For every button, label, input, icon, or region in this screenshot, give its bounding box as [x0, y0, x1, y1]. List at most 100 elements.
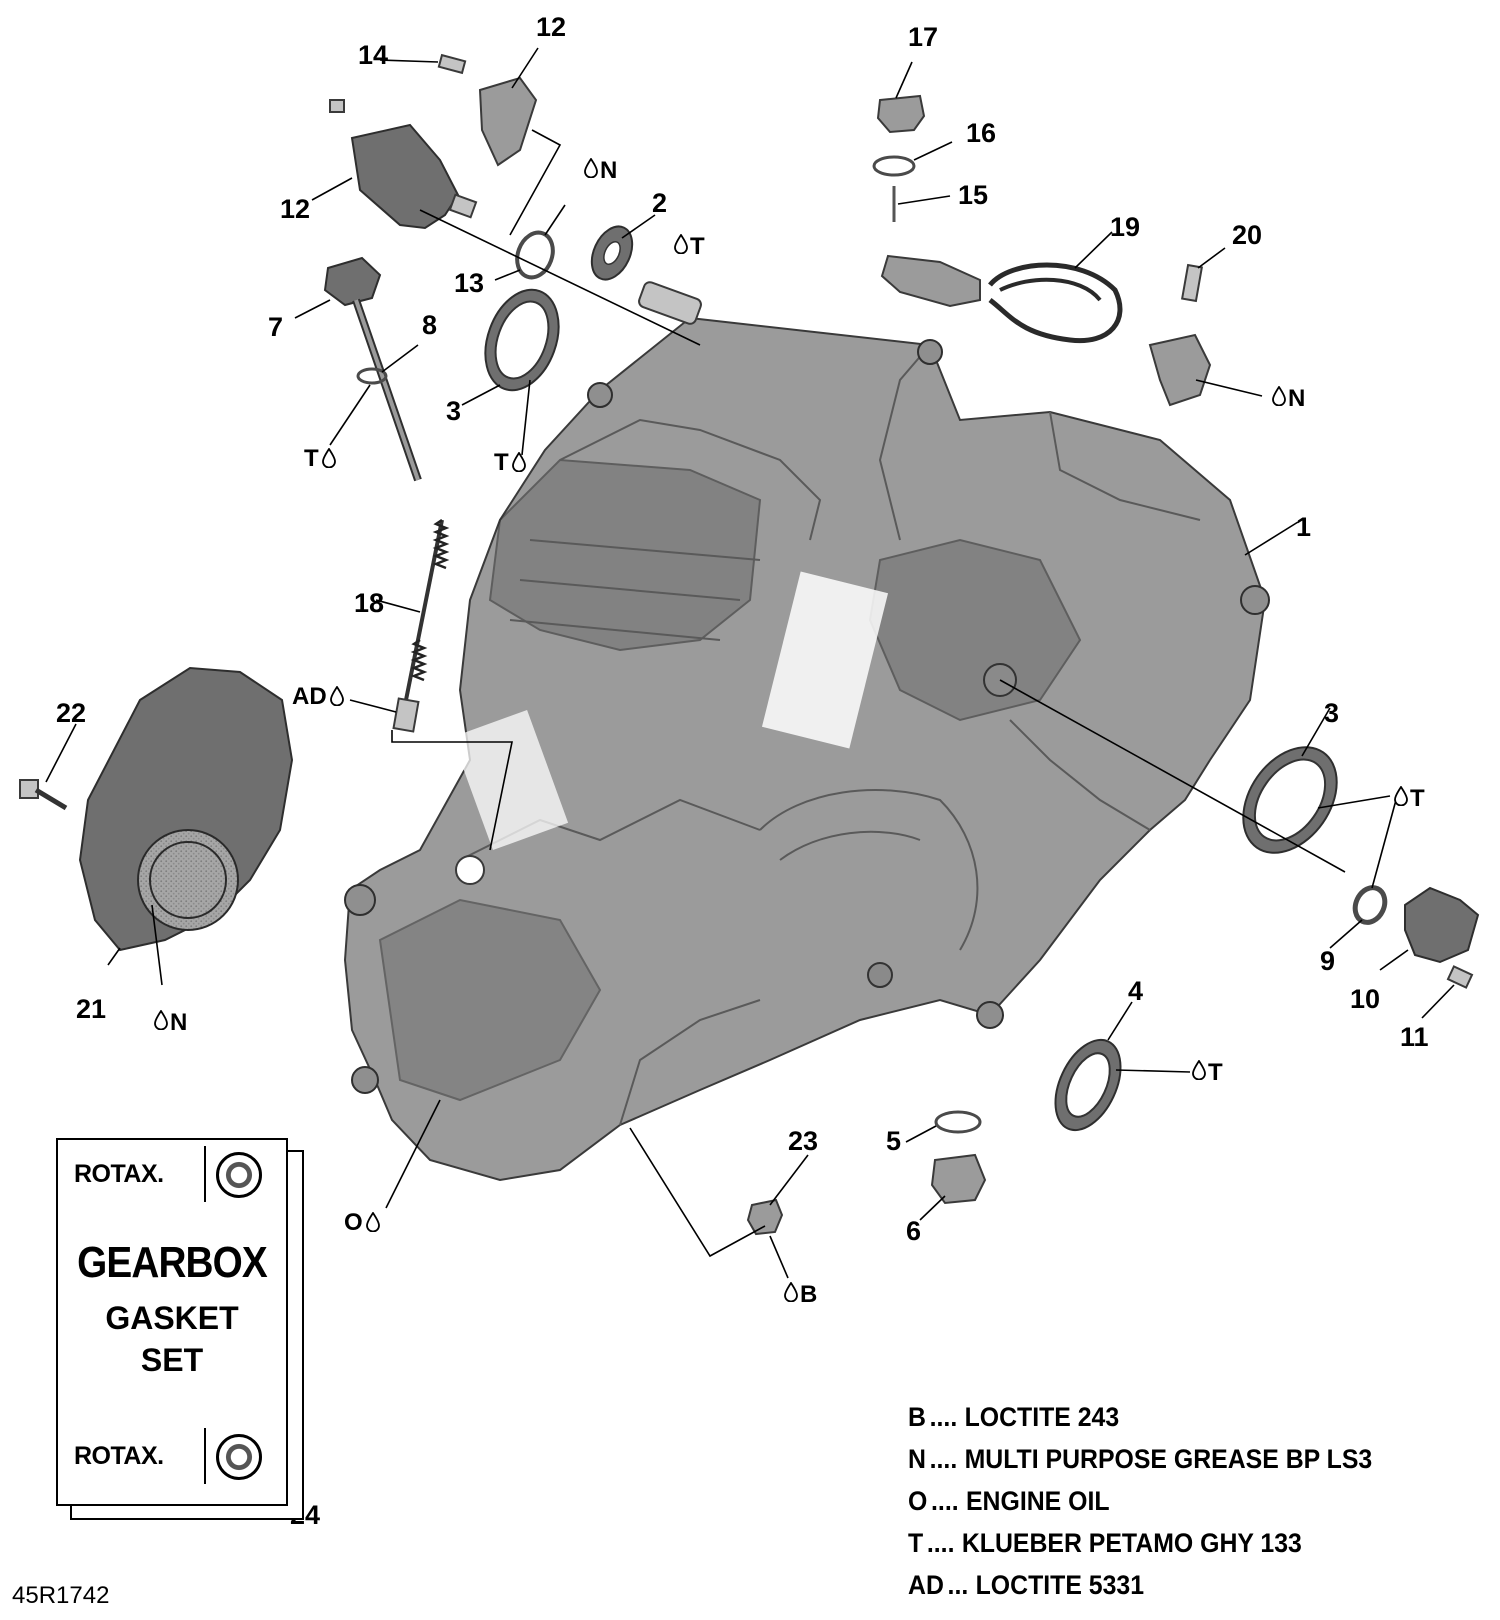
callout-3-upper: 3 — [446, 396, 461, 426]
callout-5: 5 — [886, 1126, 901, 1156]
droplet-icon — [584, 158, 598, 178]
callout-12-lower: 12 — [280, 194, 310, 224]
part-21-side-cover — [78, 666, 294, 952]
brand-divider — [204, 1428, 206, 1484]
droplet-icon — [512, 452, 526, 472]
svg-text:B: B — [800, 1281, 817, 1308]
lube-mark-ad-18: AD — [292, 683, 344, 710]
callout-2: 2 — [652, 188, 667, 218]
part-10-sensor — [1404, 886, 1480, 964]
card-subtitle-2: SET — [140, 1342, 204, 1378]
part-19-bracket — [1148, 333, 1212, 407]
svg-text:T: T — [690, 233, 705, 260]
part-16-washer — [872, 155, 916, 177]
callout-1: 1 — [1296, 512, 1311, 542]
part-18-spring-rod — [392, 518, 450, 733]
droplet-icon — [674, 234, 688, 254]
callout-4: 4 — [1128, 976, 1143, 1006]
svg-text:N: N — [170, 1009, 187, 1036]
part-9-o-ring — [1352, 885, 1388, 925]
lube-mark-t-4: T — [1192, 1059, 1223, 1086]
callout-19: 19 — [1110, 212, 1140, 242]
part-4-seal — [1054, 1038, 1122, 1132]
callout-20: 20 — [1232, 220, 1262, 250]
svg-text:N: N — [1288, 385, 1305, 412]
callout-14: 14 — [358, 40, 388, 70]
callout-16: 16 — [966, 118, 996, 148]
droplet-icon — [1192, 1060, 1206, 1080]
part-14-bolt — [329, 53, 467, 113]
gasket-set-card: ROTAX. GEARBOX GASKET SET ROTAX. — [56, 1138, 304, 1520]
part-22-bolt — [19, 779, 68, 811]
svg-text:N: N — [600, 157, 617, 184]
legend-item-ad: AD...LOCTITE 5331 — [908, 1570, 1145, 1600]
part-7-dipstick — [323, 256, 422, 482]
droplet-icon — [322, 448, 336, 468]
legend-item-t: T....KLUEBER PETAMO GHY 133 — [908, 1528, 1302, 1558]
droplet-icon — [154, 1010, 168, 1030]
part-12-cap-small — [478, 76, 538, 167]
callout-15: 15 — [958, 180, 988, 210]
lubricant-marks: N T T T N AD T N — [154, 157, 1425, 1308]
callout-10: 10 — [1350, 984, 1380, 1014]
svg-text:T: T — [1410, 785, 1425, 812]
lubricant-legend: B....LOCTITE 243 N....MULTI PURPOSE GREA… — [908, 1396, 1468, 1606]
diagram-reference-code: 45R1742 — [12, 1582, 110, 1609]
lube-mark-o-housing: O — [344, 1209, 380, 1236]
droplet-icon — [330, 686, 344, 706]
lube-mark-t-3-right: T — [1394, 785, 1425, 812]
svg-text:T: T — [1208, 1059, 1223, 1086]
brand-name-top: ROTAX. — [74, 1160, 164, 1188]
part-8-o-ring — [356, 367, 388, 385]
svg-text:T: T — [494, 449, 509, 476]
lube-mark-t-8: T — [304, 445, 336, 472]
part-6-drain-plug — [930, 1153, 987, 1205]
callout-18: 18 — [354, 588, 384, 618]
lube-mark-b-23: B — [784, 1281, 817, 1308]
card-title: GEARBOX — [77, 1238, 268, 1287]
gearbox-housing — [343, 281, 1270, 1182]
rotax-logo-icon — [216, 1434, 262, 1480]
svg-text:AD: AD — [292, 683, 327, 710]
part-11-bolt — [1446, 965, 1474, 989]
lube-mark-t-2: T — [674, 233, 705, 260]
brand-row-top: ROTAX. — [58, 1140, 286, 1206]
card-subtitle-1: GASKET — [105, 1300, 239, 1336]
part-5-o-ring — [934, 1110, 982, 1134]
callout-9: 9 — [1320, 946, 1335, 976]
brand-row-bottom: ROTAX. — [58, 1422, 286, 1488]
droplet-icon — [1394, 786, 1408, 806]
callout-12-top: 12 — [536, 12, 566, 42]
callout-17: 17 — [908, 22, 938, 52]
part-3-seal-upper — [484, 288, 560, 392]
legend-item-o: O....ENGINE OIL — [908, 1486, 1110, 1516]
part-12-sensor — [350, 123, 460, 230]
callout-11: 11 — [1400, 1022, 1429, 1052]
brand-divider — [204, 1146, 206, 1202]
part-19-sensor-harness — [880, 254, 1123, 344]
droplet-icon — [784, 1282, 798, 1302]
part-3-seal-right — [1242, 746, 1338, 854]
callout-7: 7 — [268, 312, 283, 342]
legend-item-b: B....LOCTITE 243 — [908, 1402, 1120, 1432]
brand-name-bottom: ROTAX. — [74, 1442, 164, 1470]
callout-21: 21 — [76, 994, 106, 1024]
lube-mark-n-19: N — [1272, 385, 1305, 412]
part-23-plug — [746, 1198, 784, 1236]
part-13-o-ring — [515, 230, 555, 280]
legend-item-n: N....MULTI PURPOSE GREASE BP LS3 — [908, 1444, 1373, 1474]
lube-mark-n-13: N — [584, 157, 617, 184]
callout-8: 8 — [422, 310, 437, 340]
droplet-icon — [366, 1212, 380, 1232]
rotax-logo-icon — [216, 1152, 262, 1198]
part-17-plug — [876, 94, 926, 134]
leader-lines — [45, 47, 1455, 1279]
callout-22: 22 — [56, 698, 86, 728]
svg-text:O: O — [344, 1209, 363, 1236]
callout-6: 6 — [906, 1216, 921, 1246]
lube-mark-t-3-upper: T — [494, 449, 526, 476]
lube-mark-n-21: N — [154, 1009, 187, 1036]
droplet-icon — [1272, 386, 1286, 406]
card-front-panel: ROTAX. GEARBOX GASKET SET ROTAX. — [56, 1138, 288, 1506]
